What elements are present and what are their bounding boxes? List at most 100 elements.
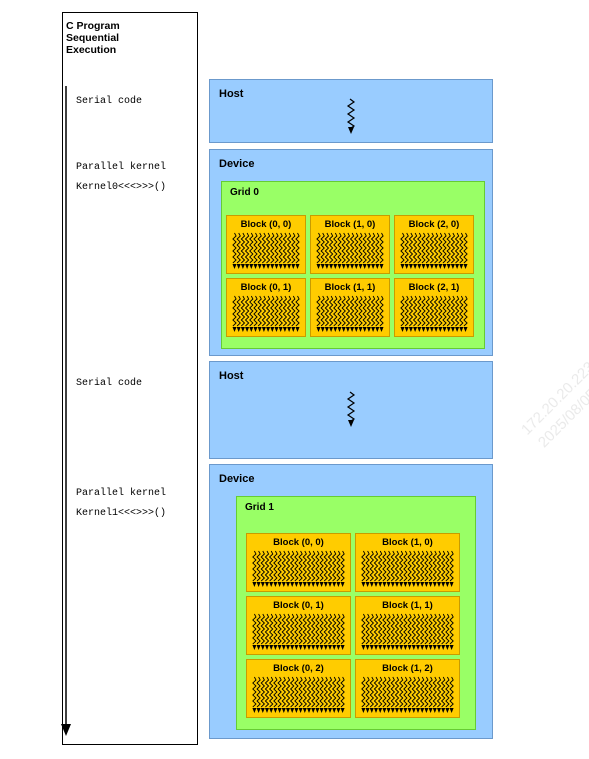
thread-arrowhead (369, 582, 374, 587)
thread-arrowhead (323, 708, 328, 713)
thread-arrowhead (421, 264, 426, 269)
thread-path (390, 676, 396, 708)
thread-arrowhead (386, 582, 391, 587)
thread-path (282, 295, 288, 327)
thread-arrowhead (432, 645, 437, 650)
thread-arrowhead (333, 327, 338, 332)
thread-path (310, 613, 316, 645)
thread-path (404, 295, 409, 327)
program-title-line: Execution (66, 44, 117, 56)
thread-arrowhead (395, 582, 399, 587)
thread-arrowhead (390, 582, 395, 587)
thread-squiggles (400, 232, 468, 269)
thread-path (328, 232, 334, 264)
thread-path (278, 232, 283, 264)
thread-path (289, 550, 295, 582)
block: Block (1, 2) (355, 659, 460, 718)
thread-arrowhead (274, 264, 279, 269)
thread-path (302, 676, 308, 708)
block-label: Block (2, 1) (408, 282, 460, 293)
thread-arrowhead (316, 327, 321, 332)
thread-arrowhead (291, 264, 296, 269)
thread-path (412, 295, 418, 327)
thread-arrowhead (365, 645, 370, 650)
thread-path (459, 232, 464, 264)
thread-path (323, 550, 329, 582)
thread-path (302, 613, 308, 645)
parallel-kernel-label: Parallel kernel (76, 162, 167, 173)
thread-path (291, 295, 296, 327)
block-label: Block (1, 0) (382, 537, 433, 548)
thread-arrowhead (302, 708, 307, 713)
thread-arrowhead (252, 582, 257, 587)
thread-arrowhead (437, 582, 441, 587)
thread-path (315, 613, 320, 645)
thread-path (450, 295, 456, 327)
thread-arrowhead (371, 264, 376, 269)
thread-path (390, 613, 396, 645)
thread-arrowhead (337, 327, 342, 332)
thread-path (438, 295, 443, 327)
thread-path (463, 295, 468, 327)
thread-arrowhead (307, 645, 311, 650)
thread-arrowhead (361, 582, 366, 587)
thread-path (365, 676, 370, 708)
thread-path (302, 550, 308, 582)
block: Block (0, 1) (246, 596, 351, 655)
thread-arrowhead (332, 645, 337, 650)
host-title: Host (219, 88, 244, 100)
thread-arrowhead (236, 264, 241, 269)
grid-title: Grid 0 (230, 187, 259, 198)
program-title-line: Sequential (66, 32, 120, 44)
thread-path (285, 676, 291, 708)
thread-squiggles (252, 676, 345, 713)
timeline-arrowhead (61, 724, 71, 736)
thread-arrowhead (261, 327, 266, 332)
thread-path (425, 295, 430, 327)
thread-path (375, 232, 380, 264)
thread-path (446, 232, 451, 264)
thread-path (257, 295, 262, 327)
thread-arrowhead (256, 582, 261, 587)
thread-arrowhead (319, 708, 324, 713)
thread-arrowhead (434, 264, 439, 269)
thread-path (341, 295, 346, 327)
thread-arrowhead (340, 645, 345, 650)
thread-arrowhead (365, 708, 370, 713)
thread-path (240, 232, 246, 264)
thread-arrowhead (245, 327, 250, 332)
thread-arrowhead (413, 327, 418, 332)
thread-squiggles (361, 676, 454, 713)
thread-arrowhead (374, 708, 378, 713)
thread-path (327, 613, 333, 645)
kernel-call-label: Kernel0<<<>>>() (76, 182, 167, 193)
thread-path (370, 295, 376, 327)
thread-path (386, 550, 391, 582)
thread-path (273, 613, 278, 645)
thread-squiggles (316, 295, 384, 332)
thread-arrowhead (345, 264, 350, 269)
thread-path (340, 613, 345, 645)
thread-arrowhead (307, 582, 311, 587)
thread-arrowhead (375, 327, 380, 332)
serial-code-label: Serial code (76, 96, 143, 107)
thread-arrowhead (345, 327, 350, 332)
thread-arrowhead (253, 264, 258, 269)
thread-path (337, 232, 342, 264)
thread-path (315, 550, 320, 582)
serial-code-label: Serial code (76, 378, 143, 389)
thread-path (432, 613, 438, 645)
thread-path (412, 232, 418, 264)
thread-path (319, 550, 324, 582)
host-panel: Host (209, 361, 493, 459)
thread-arrowhead (315, 582, 320, 587)
thread-arrowhead (240, 264, 245, 269)
thread-path (320, 232, 325, 264)
device-title: Device (219, 158, 255, 170)
block-label: Block (0, 1) (240, 282, 292, 293)
thread-arrowhead (455, 327, 460, 332)
thread-path (428, 550, 433, 582)
thread-arrowhead (438, 327, 443, 332)
thread-path (253, 232, 258, 264)
thread-arrowhead (245, 264, 250, 269)
